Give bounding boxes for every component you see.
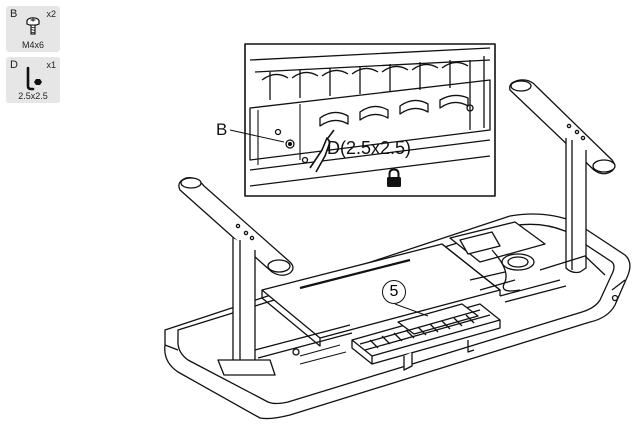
part-quantity: x2 — [46, 9, 56, 19]
part-letter: D — [10, 59, 18, 71]
part-size: M4x6 — [21, 40, 44, 50]
parts-legend: B x2 M4x6 D x1 2.5x2.5 — [6, 6, 60, 108]
cable-hub — [449, 221, 546, 292]
cable-tray — [292, 303, 501, 371]
step-marker: 5 — [382, 280, 406, 304]
part-card-b: B x2 M4x6 — [6, 6, 60, 52]
hex-key-icon — [26, 66, 42, 91]
part-quantity: x1 — [46, 60, 56, 70]
left-leg — [178, 177, 294, 376]
screw-icon — [26, 17, 40, 35]
frame-rails — [254, 255, 606, 359]
step-number: 5 — [389, 283, 399, 300]
detail-inset — [229, 43, 496, 197]
part-card-d: D x1 2.5x2.5 — [6, 57, 60, 103]
control-box — [261, 243, 501, 347]
part-size: 2.5x2.5 — [18, 91, 48, 101]
part-letter: B — [10, 8, 18, 20]
tool-callout-label: D(2.5x2.5) — [327, 138, 412, 158]
right-leg — [509, 79, 616, 274]
lock-icon — [387, 168, 401, 187]
screw-callout-label: B — [216, 120, 228, 139]
